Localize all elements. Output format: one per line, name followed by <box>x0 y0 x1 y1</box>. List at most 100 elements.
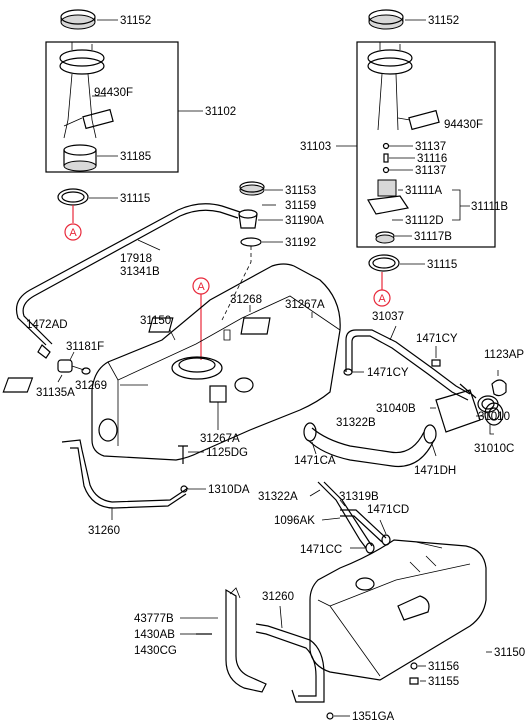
label-31155: 31155 <box>428 676 459 688</box>
label-1123AP: 1123AP <box>484 349 524 361</box>
label-31135A: 31135A <box>36 387 75 399</box>
label-31153: 31153 <box>285 185 316 197</box>
label-31117B: 31117B <box>414 231 452 243</box>
strainer-31185 <box>63 144 97 172</box>
label-31152-left: 31152 <box>120 15 151 27</box>
washer-31156 <box>410 662 418 670</box>
strap-31260-lower <box>255 623 325 703</box>
ref-marker-a-right <box>373 289 391 307</box>
label-1430AB: 1430AB <box>134 629 175 641</box>
pump-ring-31152-left <box>60 9 96 30</box>
clamp-1471DH <box>423 424 437 444</box>
label-31181F: 31181F <box>66 341 104 353</box>
label-1351GA: 1351GA <box>352 711 395 723</box>
label-1471CD: 1471CD <box>367 504 409 516</box>
valve-31181F <box>57 359 91 375</box>
pump-box-31102 <box>45 41 179 173</box>
screw-1123AP <box>491 379 507 397</box>
label-31192: 31192 <box>285 237 316 249</box>
label-1096AK: 1096AK <box>274 515 315 527</box>
label-31185: 31185 <box>120 151 151 163</box>
fuel-tank-lower-31150 <box>309 539 487 681</box>
label-1430CG: 1430CG <box>134 645 177 657</box>
bolt-31155 <box>409 677 419 685</box>
label-31111A: 31111A <box>405 185 442 197</box>
label-31010: 31010 <box>478 411 510 423</box>
label-31152-right: 31152 <box>428 15 459 27</box>
label-31322A: 31322A <box>258 491 298 503</box>
label-1471CA: 1471CA <box>294 455 336 467</box>
label-31150-upper: 31150 <box>140 315 171 327</box>
label-31260-lower: 31260 <box>262 591 294 603</box>
sender-box-31103 <box>356 41 496 248</box>
fuel-tank-upper-31150 <box>2 263 341 461</box>
label-1310DA: 1310DA <box>208 484 250 496</box>
pump-ring-31152-right <box>368 9 404 30</box>
filler-hose-31322B <box>311 427 425 454</box>
hose-31322A <box>317 481 367 549</box>
label-31319B: 31319B <box>339 491 379 503</box>
label-31116: 31116 <box>417 153 447 165</box>
ref-marker-a-left <box>64 223 82 241</box>
hose-31319B <box>340 509 387 539</box>
clamp-1471CY-upper <box>431 359 441 367</box>
label-1472AD: 1472AD <box>26 319 68 331</box>
label-31267A-top: 31267A <box>285 299 325 311</box>
label-31102: 31102 <box>205 106 236 118</box>
bolt-1125DG <box>178 445 188 464</box>
label-1471DH: 1471DH <box>414 465 456 477</box>
label-31267A-bottom: 31267A <box>200 433 240 445</box>
clamp-1471CC <box>365 542 375 554</box>
ref-label-a-right: A <box>378 293 386 305</box>
label-31137-bottom: 31137 <box>415 165 446 177</box>
nut-1351GA <box>326 712 334 720</box>
label-43777B: 43777B <box>134 613 174 625</box>
label-31115-right: 31115 <box>427 259 457 271</box>
gasket-31192 <box>240 237 262 247</box>
label-31159: 31159 <box>285 200 316 212</box>
label-31190A: 31190A <box>285 215 324 227</box>
label-31150-lower: 31150 <box>494 647 525 659</box>
fuel-sender-31103 <box>367 42 440 131</box>
gasket-31115-right <box>368 254 400 272</box>
cap-31010 <box>484 402 504 426</box>
label-31260-upper: 31260 <box>88 525 120 537</box>
clamp-1472AD <box>37 344 51 359</box>
label-1471CC: 1471CC <box>300 544 342 556</box>
bracket-43777B <box>225 587 267 693</box>
gasket-31115-left <box>57 188 89 206</box>
seal-31153 <box>239 181 265 196</box>
label-31111B: 31111B <box>471 201 508 213</box>
clamp-1471CA <box>303 422 317 442</box>
label-31112D: 31112D <box>405 215 444 227</box>
label-17918: 17918 <box>120 253 152 265</box>
breather-hose-31037 <box>345 329 471 395</box>
label-31103: 31103 <box>300 141 331 153</box>
label-31156: 31156 <box>428 661 459 673</box>
valve-31190A <box>238 209 258 229</box>
strap-31260-upper <box>61 439 189 503</box>
label-31037: 31037 <box>372 311 404 323</box>
label-94430F-right: 94430F <box>444 119 483 131</box>
ref-label-a-center: A <box>197 281 205 293</box>
filler-neck-31040B <box>435 383 499 433</box>
vent-hose-17918 <box>15 203 241 346</box>
label-31010C: 31010C <box>474 443 514 455</box>
label-31115-left: 31115 <box>120 193 150 205</box>
label-1471CY-upper: 1471CY <box>416 333 458 345</box>
fuel-pump-31102 <box>59 42 114 139</box>
label-31269: 31269 <box>75 380 107 392</box>
clamp-1471CY-lower <box>343 368 353 376</box>
label-31137-top: 31137 <box>415 141 446 153</box>
pump-motor-31111A <box>367 179 410 215</box>
label-1125DG: 1125DG <box>206 447 248 459</box>
label-31341B: 31341B <box>120 266 160 278</box>
label-31040B: 31040B <box>376 403 416 415</box>
label-31322B: 31322B <box>336 417 376 429</box>
label-31268: 31268 <box>230 294 262 306</box>
ref-label-a-left: A <box>69 227 77 239</box>
label-94430F-left: 94430F <box>94 87 133 99</box>
label-1471CY-lower: 1471CY <box>367 367 409 379</box>
strainer-31117B <box>375 231 395 244</box>
